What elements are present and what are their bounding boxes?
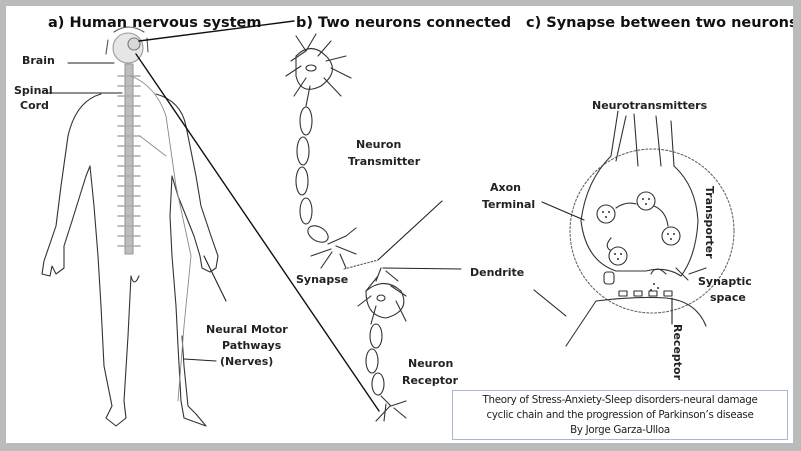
transporter-leader-line [688, 267, 707, 275]
label-synapse: Synapse [296, 273, 349, 286]
neurotransmitter-dots [602, 198, 675, 291]
label-brain: Brain [22, 54, 55, 67]
label-pathways-line2: Pathways [222, 339, 282, 352]
panel-c-title: c) Synapse between two neurons [526, 15, 793, 31]
label-neuron-transmitter-line2: Transmitter [348, 155, 421, 168]
panel-b-title: b) Two neurons connected [296, 15, 512, 31]
panel-a-title: a) Human nervous system [48, 15, 262, 31]
postsynaptic-membrane [565, 296, 707, 347]
label-synaptic-line1: Synaptic [698, 275, 752, 288]
label-neuron-transmitter-line1: Neuron [356, 138, 402, 151]
label-transporter: Transporter [703, 186, 716, 259]
connector-diagonal [135, 53, 380, 412]
label-pathways-line3: (Nerves) [220, 355, 274, 368]
label-dendrite: Dendrite [470, 266, 525, 279]
human-body-figure [41, 26, 219, 427]
axon-terminal-pointer [541, 201, 585, 221]
pathways-leader-line-1 [203, 255, 227, 302]
label-receptor: Receptor [671, 324, 684, 381]
dendrite-leader-line [382, 267, 462, 270]
neuron-receptor [357, 267, 407, 422]
neuron-transmitter [285, 33, 357, 269]
axon-terminal-leader-line [377, 200, 443, 261]
label-neurotransmitters: Neurotransmitters [592, 99, 708, 112]
label-neuron-receptor-line1: Neuron [408, 357, 454, 370]
synapse-leader-line [343, 259, 379, 270]
synapse-illustration [533, 110, 735, 347]
label-spinal-cord-line1: Spinal [14, 84, 53, 97]
label-axon-line1: Axon [490, 181, 521, 194]
caption-box: Theory of Stress-Anxiety-Sleep disorders… [452, 390, 788, 440]
label-synaptic-line2: space [710, 291, 746, 304]
presynaptic-terminal [580, 110, 699, 277]
pathways-leader-line-2 [183, 358, 217, 362]
label-axon-line2: Terminal [482, 198, 536, 211]
caption-line-1: Theory of Stress-Anxiety-Sleep disorders… [482, 394, 758, 406]
label-pathways-line1: Neural Motor [206, 323, 288, 336]
dendrite-pointer [533, 289, 567, 317]
diagram-canvas: a) Human nervous system b) Two neurons c… [6, 6, 793, 443]
label-neuron-receptor-line2: Receptor [402, 374, 459, 387]
diagram-drawing [41, 20, 735, 427]
caption-author: By Jorge Garza-Ulloa [570, 424, 670, 436]
label-spinal-cord-line2: Cord [20, 99, 49, 112]
synaptic-zone-circle [569, 148, 735, 314]
connector-top [138, 20, 295, 42]
caption-line-2: cyclic chain and the progression of Park… [486, 409, 754, 421]
spinal-cord [124, 63, 134, 255]
